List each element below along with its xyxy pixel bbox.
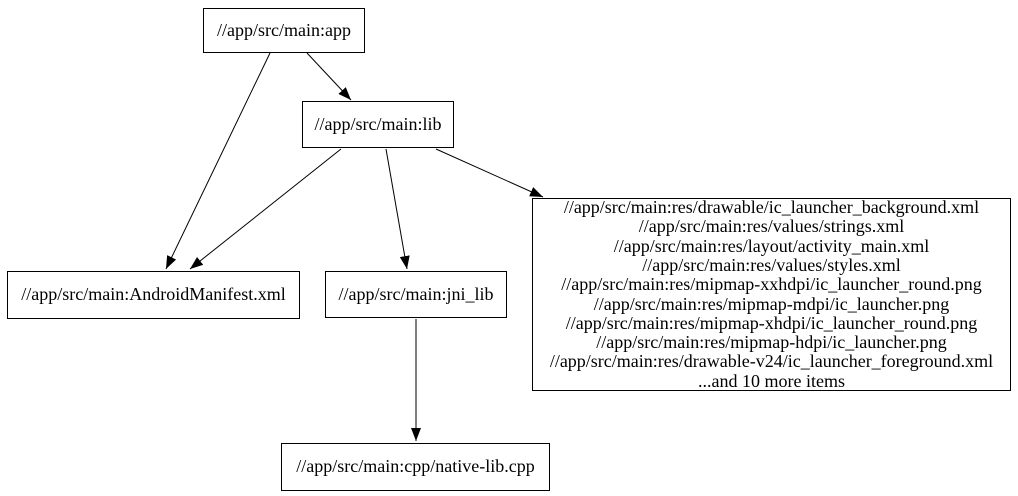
res-file-line: //app/src/main:res/mipmap-mdpi/ic_launch…: [593, 293, 950, 314]
node-jni-lib-label: //app/src/main:jni_lib: [338, 283, 494, 304]
edge-lib-to-manifest: [189, 148, 342, 270]
node-jni-lib: //app/src/main:jni_lib: [325, 271, 507, 318]
res-file-line: //app/src/main:res/drawable/ic_launcher_…: [563, 197, 980, 218]
res-file-line: //app/src/main:res/mipmap-hdpi/ic_launch…: [596, 332, 947, 353]
res-files-more-items: ...and 10 more items: [698, 370, 845, 391]
node-android-manifest: //app/src/main:AndroidManifest.xml: [7, 271, 300, 319]
res-file-line: //app/src/main:res/values/styles.xml: [642, 254, 901, 275]
node-app: //app/src/main:app: [203, 8, 365, 53]
node-lib-label: //app/src/main:lib: [314, 113, 442, 134]
res-file-line: //app/src/main:res/mipmap-xxhdpi/ic_laun…: [561, 274, 982, 295]
res-file-line: //app/src/main:res/mipmap-xhdpi/ic_launc…: [565, 312, 978, 333]
node-res-files: //app/src/main:res/drawable/ic_launcher_…: [532, 197, 1011, 391]
node-native-lib-cpp-label: //app/src/main:cpp/native-lib.cpp: [296, 456, 535, 477]
node-android-manifest-label: //app/src/main:AndroidManifest.xml: [21, 284, 286, 305]
node-lib: //app/src/main:lib: [302, 101, 454, 148]
edge-lib-to-jni-lib: [385, 148, 410, 270]
node-native-lib-cpp: //app/src/main:cpp/native-lib.cpp: [281, 443, 550, 491]
edge-app-to-lib: [306, 52, 352, 101]
res-file-line: //app/src/main:res/drawable-v24/ic_launc…: [549, 351, 994, 372]
edge-lib-to-res-files: [435, 148, 544, 198]
res-file-line: //app/src/main:res/values/strings.xml: [638, 216, 905, 237]
edge-app-to-manifest: [165, 52, 271, 270]
node-app-label: //app/src/main:app: [217, 19, 351, 40]
res-file-line: //app/src/main:res/layout/activity_main.…: [613, 235, 930, 256]
